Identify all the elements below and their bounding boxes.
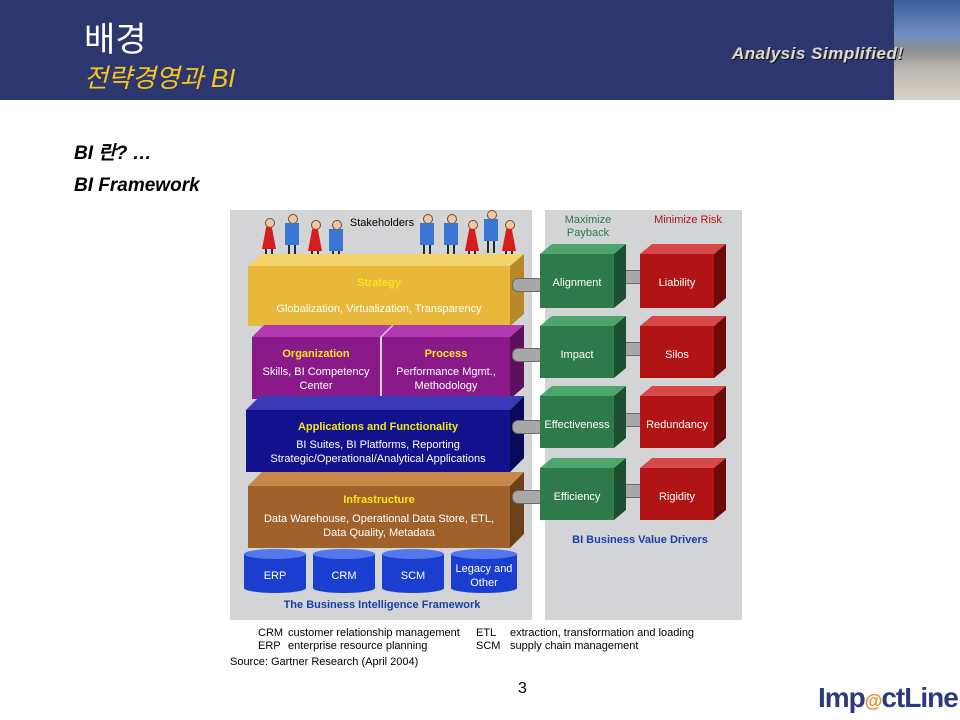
organization-text: Skills, BI Competency Center: [262, 366, 370, 392]
payback-efficiency: Efficiency: [553, 491, 601, 503]
box-alignment: [540, 244, 626, 308]
legend-desc: enterprise resource planning: [288, 640, 428, 652]
process-title: Process: [424, 348, 468, 360]
box-efficiency: [540, 458, 626, 520]
payback-impact: Impact: [560, 349, 594, 361]
cylinder-erp: [244, 549, 306, 593]
layer-process: [382, 325, 524, 399]
cylinder-scm: [382, 549, 444, 593]
risk-redundancy: Redundancy: [646, 419, 708, 431]
risk-silos: Silos: [665, 349, 689, 361]
minimize-header: Minimize Risk: [654, 214, 722, 226]
legend-item: CRM: [258, 627, 284, 639]
box-impact: [540, 316, 626, 378]
applications-title: Applications and Functionality: [297, 421, 459, 433]
cylinder-crm: [313, 549, 375, 593]
strategy-title: Strategy: [356, 277, 402, 289]
legend-item: ERP: [258, 640, 281, 652]
stakeholder-figure: [482, 210, 500, 254]
heading-bi-framework: BI Framework: [74, 175, 200, 196]
stakeholders-label: Stakeholders: [349, 217, 415, 229]
impactline-logo: Imp@ctLine: [818, 682, 959, 713]
cylinder-erp-label: ERP: [263, 570, 287, 582]
infrastructure-title: Infrastructure: [343, 494, 415, 506]
heading-bi-question: BI 란? …: [74, 143, 152, 164]
layer-strategy: [248, 254, 524, 326]
framework-layers-svg: [246, 254, 524, 548]
organization-title: Organization: [282, 348, 350, 360]
box-silos: [640, 316, 726, 378]
payback-effectiveness: Effectiveness: [544, 419, 610, 431]
cylinder-legacy-label: Legacy and Other: [455, 563, 513, 589]
legend-item: ETL: [476, 627, 497, 639]
value-driver-boxes-svg: [540, 244, 726, 520]
tagline-logo: Analysis Simplified!: [732, 44, 904, 63]
layer-organization: [252, 325, 392, 399]
framework-caption: The Business Intelligence Framework: [283, 599, 481, 611]
source-citation: Source: Gartner Research (April 2004): [230, 656, 419, 668]
legend-desc: extraction, transformation and loading: [510, 627, 695, 639]
page-number: 3: [518, 680, 527, 697]
value-drivers-caption: BI Business Value Drivers: [572, 534, 708, 546]
risk-liability: Liability: [658, 277, 696, 289]
stakeholder-figure: [283, 214, 301, 258]
header-photo: [894, 0, 960, 100]
maximize-header: Maximize Payback: [564, 214, 612, 239]
legend-item: SCM: [476, 640, 501, 652]
cylinder-crm-label: CRM: [331, 570, 357, 582]
layer-applications: [246, 396, 524, 472]
payback-alignment: Alignment: [552, 277, 602, 289]
cylinder-scm-label: SCM: [400, 570, 426, 582]
data-sources-svg: [244, 549, 517, 593]
infrastructure-text: Data Warehouse, Operational Data Store, …: [263, 513, 495, 539]
slide-title: 배경: [84, 21, 147, 59]
box-liability: [640, 244, 726, 308]
legend-desc: customer relationship management: [288, 627, 460, 639]
stakeholder-figure: [442, 214, 460, 258]
applications-text: BI Suites, BI Platforms, Reporting Strat…: [270, 439, 486, 465]
process-text: Performance Mgmt., Methodology: [396, 366, 496, 392]
legend-desc: supply chain management: [510, 640, 639, 652]
risk-rigidity: Rigidity: [658, 491, 696, 503]
slide-subtitle: 전략경영과 BI: [84, 63, 236, 93]
box-rigidity: [640, 458, 726, 520]
strategy-text: Globalization, Virtualization, Transpare…: [276, 303, 482, 315]
stakeholder-figure: [418, 214, 436, 258]
header-bar: [0, 0, 960, 100]
cylinder-legacy: [451, 549, 517, 593]
layer-infrastructure: [248, 472, 524, 548]
box-redundancy: [640, 386, 726, 448]
box-effectiveness: [540, 386, 626, 448]
